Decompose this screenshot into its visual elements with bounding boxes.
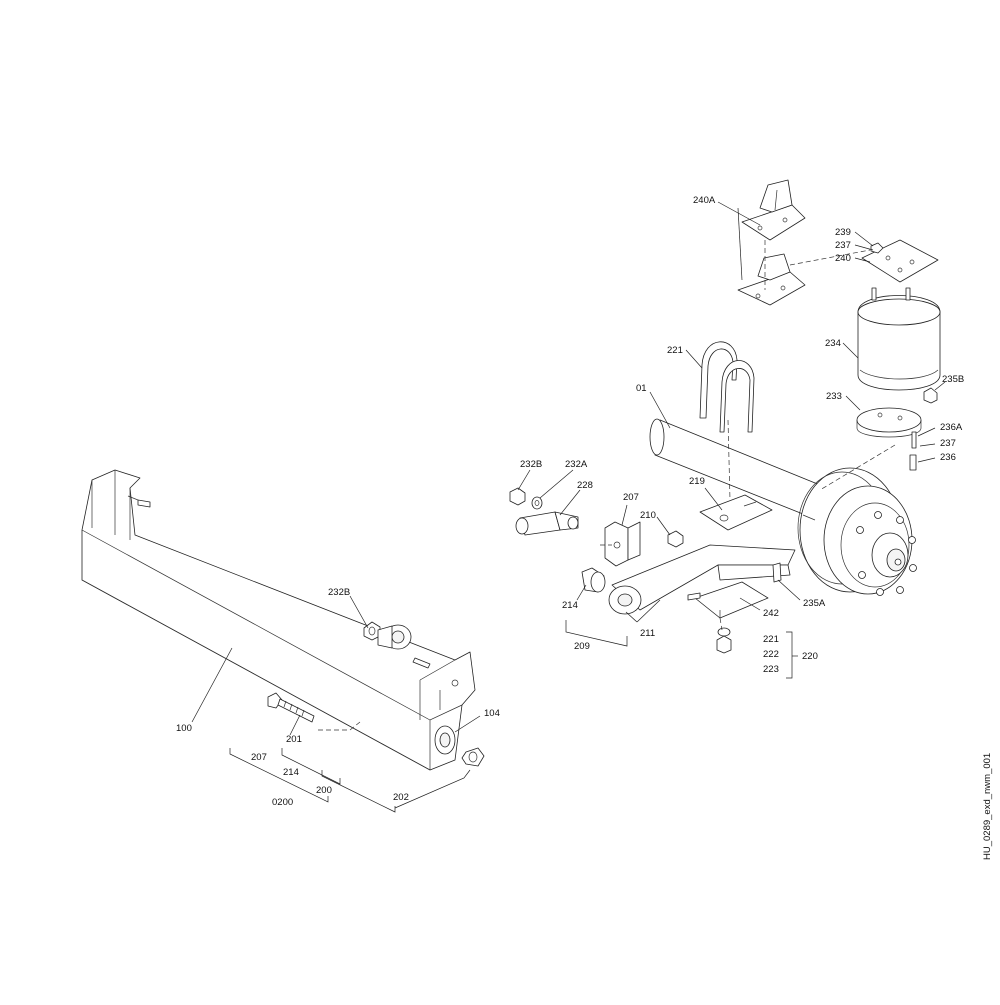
label-221-bottom: 221 bbox=[763, 634, 779, 645]
screw-237 bbox=[911, 431, 917, 449]
label-236A: 236A bbox=[940, 422, 963, 433]
nut-210 bbox=[667, 530, 684, 548]
axle-tube-01 bbox=[649, 418, 821, 521]
nut-202 bbox=[461, 747, 485, 767]
label-235A: 235A bbox=[803, 598, 826, 609]
air-spring-234 bbox=[857, 287, 941, 391]
trailing-arm-211 bbox=[608, 544, 796, 615]
nut-232B-right bbox=[509, 487, 526, 506]
piston-233 bbox=[856, 407, 922, 438]
label-232B-right: 232B bbox=[520, 459, 542, 470]
label-214-right: 214 bbox=[562, 600, 578, 611]
label-236: 236 bbox=[940, 452, 956, 463]
label-240A: 240A bbox=[693, 195, 716, 206]
label-104: 104 bbox=[484, 708, 500, 719]
label-214-left: 214 bbox=[283, 767, 299, 778]
label-237-top: 237 bbox=[835, 240, 851, 251]
bracket-207-right bbox=[604, 521, 641, 567]
cross-beam-100 bbox=[81, 469, 476, 771]
shock-absorber-228 bbox=[515, 511, 579, 536]
brackets-240A bbox=[737, 179, 806, 306]
label-233: 233 bbox=[826, 391, 842, 402]
drawing-id: HU_0289_exd_nwm_001 bbox=[982, 753, 993, 860]
label-200: 200 bbox=[316, 785, 332, 796]
label-232A: 232A bbox=[565, 459, 588, 470]
label-220: 220 bbox=[802, 651, 818, 662]
group-brackets bbox=[229, 620, 798, 813]
label-234: 234 bbox=[825, 338, 841, 349]
bolt-235A bbox=[772, 562, 782, 583]
label-207-right: 207 bbox=[623, 492, 639, 503]
label-211: 211 bbox=[640, 628, 655, 639]
label-239: 239 bbox=[835, 227, 851, 238]
pin-left bbox=[412, 657, 431, 669]
label-100: 100 bbox=[176, 723, 192, 734]
nut-223 bbox=[716, 635, 732, 654]
bushing-104 bbox=[434, 725, 456, 755]
nut-239 bbox=[870, 242, 884, 254]
washer-232A bbox=[531, 496, 543, 510]
label-202: 202 bbox=[393, 792, 409, 803]
spring-seat-219 bbox=[699, 494, 773, 531]
nut-235B bbox=[923, 387, 938, 404]
label-223: 223 bbox=[763, 664, 779, 675]
label-232B-left: 232B bbox=[328, 587, 350, 598]
bushing-left bbox=[377, 624, 412, 650]
label-222: 222 bbox=[763, 649, 779, 660]
part-labels: 240A 239 237 240 234 235B 233 236A 237 2… bbox=[176, 195, 964, 808]
label-237-bottom: 237 bbox=[940, 438, 956, 449]
label-207-left: 207 bbox=[251, 752, 267, 763]
label-201: 201 bbox=[286, 734, 302, 745]
label-219: 219 bbox=[689, 476, 705, 487]
label-209: 209 bbox=[574, 641, 590, 652]
brake-drum bbox=[797, 467, 917, 596]
label-242: 242 bbox=[763, 608, 779, 619]
label-210: 210 bbox=[640, 510, 656, 521]
label-228: 228 bbox=[577, 480, 593, 491]
screw-236 bbox=[909, 454, 917, 471]
label-221-top: 221 bbox=[667, 345, 683, 356]
label-235B: 235B bbox=[942, 374, 964, 385]
leader-lines bbox=[191, 201, 946, 736]
bushing-214-right bbox=[581, 567, 606, 593]
bolt-201 bbox=[267, 692, 315, 723]
label-240: 240 bbox=[835, 253, 851, 264]
label-0200: 0200 bbox=[272, 797, 293, 808]
washer-222 bbox=[717, 627, 731, 637]
label-01: 01 bbox=[636, 383, 647, 394]
plate-242 bbox=[687, 581, 769, 619]
u-bolts-221 bbox=[699, 341, 755, 433]
